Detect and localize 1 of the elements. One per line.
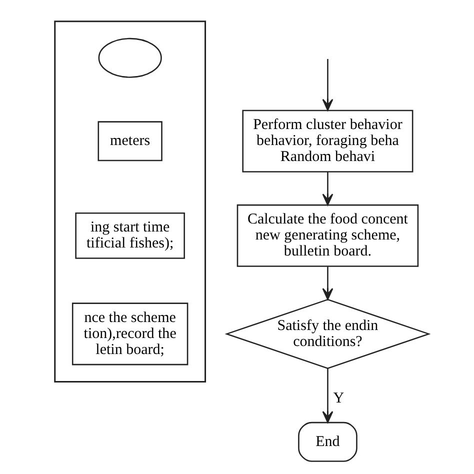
edge-label: Y xyxy=(332,390,344,406)
